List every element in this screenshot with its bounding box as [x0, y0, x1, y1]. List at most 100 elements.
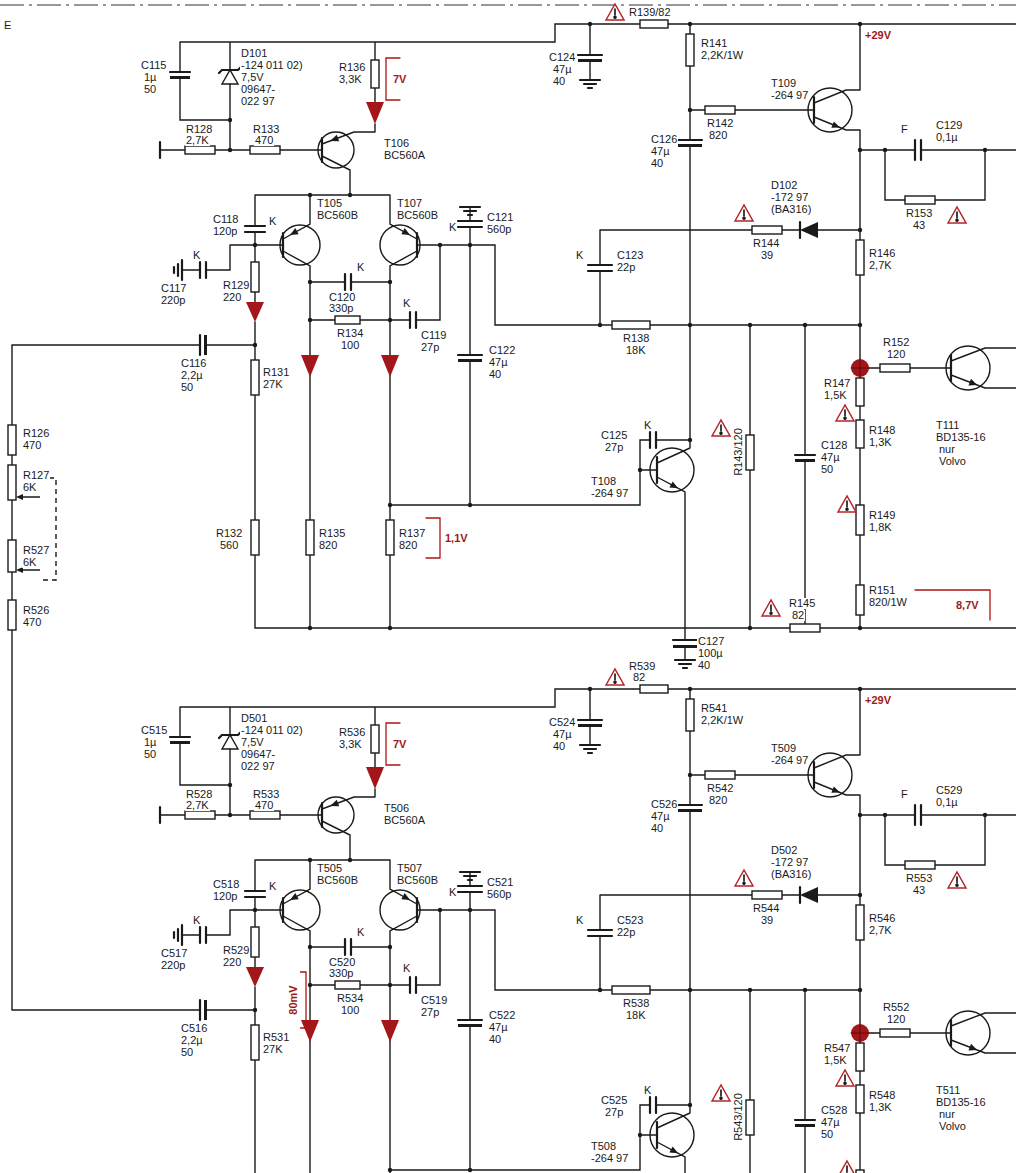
component-label: 2,2µ	[180, 1035, 204, 1046]
component-label: R543/120	[733, 1092, 744, 1142]
component-label: R526	[22, 605, 50, 616]
component-label: T506	[383, 803, 410, 814]
component-label: 2,7K	[185, 800, 210, 811]
component-label: 50	[143, 84, 157, 95]
component-label: 50	[820, 464, 834, 475]
component-label: 40	[488, 369, 502, 380]
component-label: 47µ	[488, 357, 509, 368]
component-label: 43	[912, 220, 926, 231]
component-label: R148	[868, 425, 896, 436]
component-label: 47µ	[820, 452, 841, 463]
component-label: 470	[254, 800, 274, 811]
component-label: C522	[488, 1010, 516, 1021]
component-label: 560	[219, 540, 239, 551]
component-label: K	[575, 915, 584, 926]
component-label: R533	[252, 789, 280, 800]
component-label: D102	[770, 180, 798, 191]
component-label: 220	[222, 957, 242, 968]
component-label: 022 97	[240, 761, 276, 772]
component-label: -264 97	[590, 1153, 629, 1164]
component-label: -172 97	[770, 857, 809, 868]
component-label: C518	[212, 879, 240, 890]
component-label: T105	[316, 198, 343, 209]
component-label: 0,1µ	[935, 797, 959, 808]
component-label: R132	[215, 528, 243, 539]
voltage-annotation: +29V	[864, 695, 892, 706]
component-label: R136	[338, 62, 366, 73]
component-label: T111	[935, 420, 960, 431]
component-label: R149	[868, 510, 896, 521]
component-label: nur	[938, 1109, 956, 1120]
component-label: T508	[590, 1141, 617, 1152]
component-label: R138	[622, 333, 650, 344]
component-label: R531	[262, 1032, 290, 1043]
component-label: -264 97	[770, 90, 809, 101]
component-label: 22p	[616, 262, 636, 273]
component-label: 40	[552, 76, 566, 87]
component-label: 2,2µ	[180, 370, 204, 381]
component-label: C123	[616, 250, 644, 261]
component-label: F	[900, 789, 909, 800]
component-label: (BA316)	[770, 204, 812, 215]
component-label: 27p	[604, 1107, 624, 1118]
component-label: 18K	[625, 1010, 647, 1021]
component-label: 39	[760, 915, 774, 926]
component-label: R142	[706, 118, 734, 129]
component-symbol	[8, 540, 16, 572]
component-label: C122	[488, 345, 516, 356]
component-label: 2,7K	[185, 135, 210, 146]
component-label: 1µ	[143, 737, 157, 748]
component-label: T507	[396, 863, 423, 874]
component-label: 18K	[625, 345, 647, 356]
component-label: R145	[788, 598, 816, 609]
component-label: 47µ	[488, 1022, 509, 1033]
component-label: R139/82	[628, 7, 672, 18]
component-label: 40	[552, 741, 566, 752]
component-label: C524	[548, 717, 576, 728]
component-label: -124 011 02)	[240, 60, 304, 71]
component-label: T109	[770, 78, 797, 89]
component-label: K	[192, 250, 201, 261]
component-label: C529	[935, 785, 963, 796]
symbol-group	[8, 345, 306, 1028]
component-label: 3,3K	[338, 739, 363, 750]
circuit-copy	[12, 4, 1016, 668]
component-label: T509	[770, 743, 797, 754]
component-label: 100	[340, 1005, 360, 1016]
component-label: D502	[770, 845, 798, 856]
component-label: R539	[628, 661, 656, 672]
component-label: R544	[752, 903, 780, 914]
component-label: C128	[820, 440, 848, 451]
component-label: 220p	[160, 960, 186, 971]
component-label: R553	[905, 873, 933, 884]
component-label: 820	[708, 795, 728, 806]
component-label: R527	[22, 545, 50, 556]
component-label: C515	[140, 725, 168, 736]
component-label: R131	[262, 367, 290, 378]
component-label: K	[402, 298, 411, 309]
component-label: BC560B	[396, 210, 439, 221]
component-label: K	[448, 222, 457, 233]
component-label: C519	[420, 995, 448, 1006]
component-label: 27p	[420, 1007, 440, 1018]
component-label: R146	[868, 248, 896, 259]
component-label: 2,7K	[868, 925, 893, 936]
component-label: 100µ	[697, 648, 724, 659]
component-label: T106	[383, 138, 410, 149]
component-label: 50	[820, 1129, 834, 1140]
component-label: 470	[22, 617, 42, 628]
component-label: -172 97	[770, 192, 809, 203]
component-label: 820	[318, 540, 338, 551]
component-label: 40	[650, 823, 664, 834]
component-label: D101	[240, 48, 268, 59]
component-label: R133	[252, 124, 280, 135]
component-label: R144	[752, 238, 780, 249]
component-label: C517	[160, 948, 188, 959]
component-label: K	[448, 887, 457, 898]
component-label: K	[356, 262, 365, 273]
component-label: 43	[912, 885, 926, 896]
component-label: R128	[185, 124, 213, 135]
component-label: K	[268, 216, 277, 227]
component-label: C116	[180, 358, 207, 369]
